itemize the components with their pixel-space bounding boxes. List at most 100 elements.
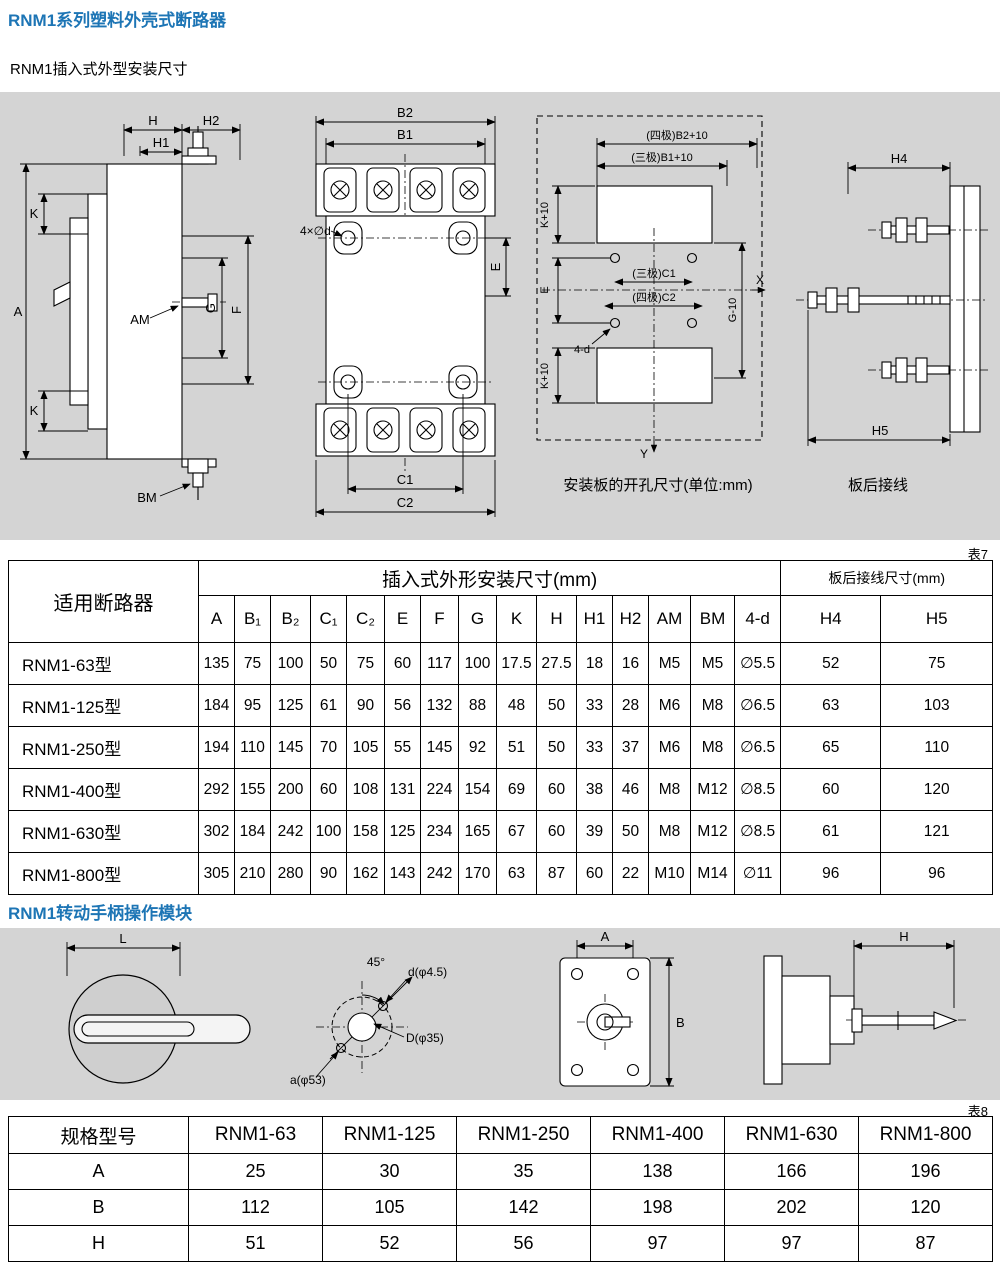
value-cell: 33	[576, 726, 613, 769]
value-cell: 39	[576, 810, 613, 853]
value-cell: 184	[234, 810, 271, 853]
value-cell: 142	[456, 1189, 591, 1226]
value-cell: 96	[780, 852, 882, 895]
column-header: B₁	[234, 595, 271, 643]
row-header-cell: B	[8, 1189, 189, 1226]
dim-label-h2: H2	[203, 113, 220, 128]
dim-label-b1: B1	[397, 127, 413, 142]
handle-module-dimensions-table: 规格型号 RNM1-63 RNM1-125 RNM1-250 RNM1-400 …	[8, 1116, 993, 1262]
value-cell: 145	[420, 726, 459, 769]
column-header: F	[420, 595, 459, 643]
dim-label-b: B	[676, 1015, 685, 1030]
column-header: H1	[576, 595, 613, 643]
table7-container: 适用断路器 插入式外形安装尺寸(mm) 板后接线尺寸(mm) A B₁ B₂ C…	[8, 560, 994, 895]
value-cell: 131	[384, 768, 421, 811]
value-cell: 200	[270, 768, 311, 811]
dim-label-h4: H4	[891, 151, 908, 166]
value-cell: 95	[234, 684, 271, 727]
dim-label-b1plus10: (三极)B1+10	[631, 150, 692, 164]
table8-header-row: 规格型号 RNM1-63 RNM1-125 RNM1-250 RNM1-400 …	[8, 1116, 993, 1154]
table7-tag: 表7	[967, 547, 988, 562]
value-cell: ∅6.5	[733, 684, 782, 727]
dim-label-c1: C1	[397, 472, 414, 487]
value-cell: 302	[198, 810, 235, 853]
value-cell: 194	[198, 726, 235, 769]
value-cell: 52	[322, 1225, 457, 1262]
dim-label-big-d: D(φ35)	[406, 1031, 444, 1045]
value-cell: 75	[346, 642, 385, 685]
value-cell: M5	[648, 642, 691, 685]
column-header: E	[384, 595, 421, 643]
value-cell: 210	[234, 852, 271, 895]
value-cell: 170	[458, 852, 497, 895]
value-cell: 132	[420, 684, 459, 727]
dim-label-h1: H1	[153, 135, 170, 150]
installation-dimensions-drawing-panel: H H2 H1 A K K AM	[0, 92, 1000, 540]
value-cell: ∅8.5	[733, 768, 782, 811]
column-header: C₂	[346, 595, 385, 643]
row-header-cell: RNM1-63型	[8, 642, 199, 685]
value-cell: 154	[458, 768, 497, 811]
value-cell: 155	[234, 768, 271, 811]
dim-label-g: G	[203, 303, 218, 313]
dim-label-4d: 4-d	[574, 344, 590, 356]
value-cell: 56	[384, 684, 421, 727]
value-cell: 305	[198, 852, 235, 895]
section2-title: RNM1转动手柄操作模块	[8, 904, 193, 923]
value-cell: 60	[536, 768, 577, 811]
value-cell: 50	[536, 726, 577, 769]
column-header: RNM1-63	[188, 1116, 323, 1154]
dim-label-a: A	[601, 929, 610, 944]
dim-label-b2plus10: (四极)B2+10	[646, 128, 707, 142]
mounting-plate-cutout-drawing: (四极)B2+10 (三极)B1+10 K+10 E (三极)C1 (四极)C2…	[536, 115, 766, 461]
value-cell: 60	[310, 768, 347, 811]
value-cell: 50	[310, 642, 347, 685]
value-cell: M6	[648, 684, 691, 727]
value-cell: 120	[880, 768, 994, 811]
value-cell: M12	[690, 768, 735, 811]
value-cell: 30	[322, 1153, 457, 1190]
value-cell: 110	[234, 726, 271, 769]
value-cell: 18	[576, 642, 613, 685]
value-cell: 87	[858, 1225, 993, 1262]
value-cell: 35	[456, 1153, 591, 1190]
value-cell: 97	[590, 1225, 725, 1262]
table8-container: 规格型号 RNM1-63 RNM1-125 RNM1-250 RNM1-400 …	[8, 1116, 993, 1262]
value-cell: 242	[420, 852, 459, 895]
value-cell: 242	[270, 810, 311, 853]
value-cell: 55	[384, 726, 421, 769]
rear-wiring-caption: 板后接线	[848, 477, 909, 494]
column-header: BM	[690, 595, 735, 643]
row-header-cell: RNM1-630型	[8, 810, 199, 853]
column-header: H4	[780, 595, 882, 643]
table8-tag: 表8	[967, 1104, 988, 1119]
dim-label-45deg: 45°	[367, 955, 385, 969]
value-cell: M6	[648, 726, 691, 769]
value-cell: 50	[612, 810, 649, 853]
value-cell: ∅11	[733, 852, 782, 895]
value-cell: 60	[576, 852, 613, 895]
row-header-cell: RNM1-400型	[8, 768, 199, 811]
value-cell: 196	[858, 1153, 993, 1190]
value-cell: 90	[346, 684, 385, 727]
value-cell: 100	[310, 810, 347, 853]
column-header: G	[458, 595, 497, 643]
value-cell: 22	[612, 852, 649, 895]
dim-label-h: H	[148, 113, 157, 128]
dim-label-k-bottom: K	[30, 403, 39, 418]
value-cell: 96	[880, 852, 994, 895]
breaker-front-view-drawing: B2 B1 4×∅d E C1 C2	[300, 105, 511, 517]
value-cell: M10	[648, 852, 691, 895]
value-cell: 70	[310, 726, 347, 769]
value-cell: 60	[536, 810, 577, 853]
column-header: RNM1-125	[322, 1116, 457, 1154]
